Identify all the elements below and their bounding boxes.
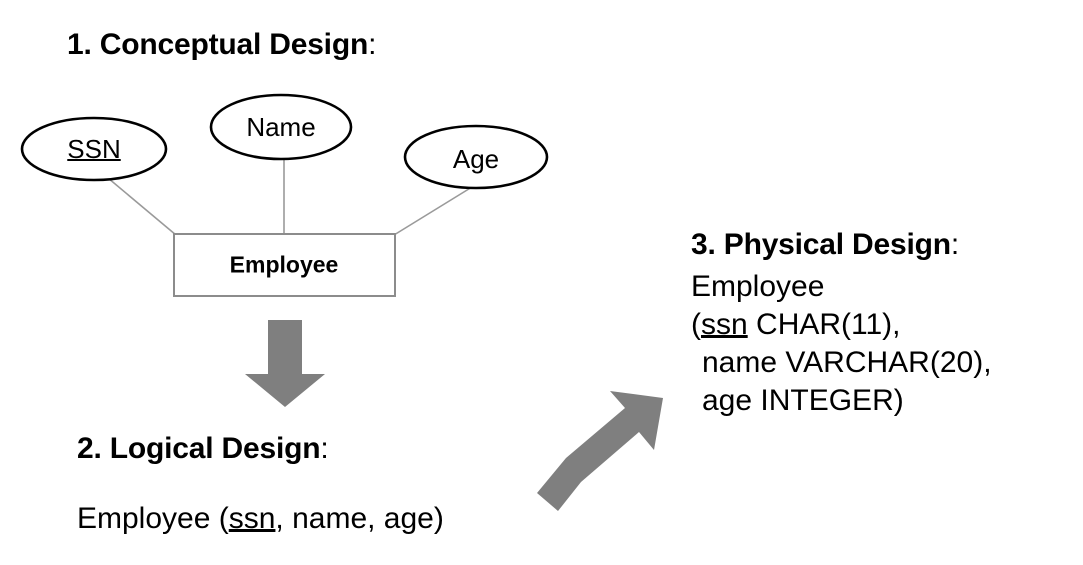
physical-schema-line: age INTEGER) bbox=[702, 384, 904, 417]
physical-schema-suffix: CHAR(11), bbox=[747, 308, 901, 341]
heading-physical-design: 3. Physical Design: bbox=[691, 230, 959, 260]
attribute-label-ssn: SSN bbox=[67, 136, 120, 162]
attribute-ellipse-name bbox=[209, 93, 353, 161]
connector-age-employee bbox=[393, 186, 473, 236]
attribute-ellipse-age bbox=[403, 124, 549, 190]
heading-conceptual-title: Conceptual Design bbox=[99, 28, 369, 61]
attribute-label-name: Name bbox=[246, 112, 316, 142]
attribute-label-age: Age bbox=[452, 144, 500, 174]
physical-schema-line: (ssn CHAR(11), bbox=[691, 306, 992, 344]
logical-schema-key: ssn bbox=[228, 502, 276, 535]
heading-logical-colon: : bbox=[320, 432, 329, 465]
connector-ssn-employee bbox=[107, 177, 177, 236]
physical-schema-prefix: ( bbox=[691, 308, 701, 341]
heading-logical-design: 2. Logical Design: bbox=[77, 432, 329, 465]
heading-physical-colon: : bbox=[950, 228, 960, 261]
physical-schema-block: Employee (ssn CHAR(11), name VARCHAR(20)… bbox=[691, 268, 992, 420]
heading-physical-number: 3. bbox=[691, 228, 716, 261]
entity-label-employee: Employee bbox=[229, 251, 339, 278]
heading-logical-number: 2. bbox=[77, 432, 102, 465]
physical-schema-line: name VARCHAR(20), bbox=[702, 346, 992, 379]
logical-schema-suffix: , name, age) bbox=[275, 502, 444, 535]
attribute-ellipse-ssn bbox=[20, 116, 168, 182]
arrow-upright-logical-to-physical bbox=[537, 391, 663, 511]
heading-conceptual-design: 1. Conceptual Design: bbox=[67, 30, 376, 60]
heading-logical-title: Logical Design bbox=[109, 432, 321, 465]
physical-schema-key: ssn bbox=[701, 308, 748, 341]
heading-physical-title: Physical Design bbox=[723, 228, 951, 261]
arrow-down-conceptual-to-logical bbox=[245, 320, 325, 407]
heading-conceptual-number: 1. bbox=[67, 28, 92, 61]
entity-box-employee bbox=[173, 233, 396, 297]
logical-schema-prefix: Employee ( bbox=[77, 502, 229, 535]
logical-schema-line: Employee (ssn, name, age) bbox=[77, 504, 444, 534]
attribute-label-ssn-text: SSN bbox=[67, 134, 121, 164]
physical-schema-line: Employee bbox=[691, 270, 825, 303]
heading-conceptual-colon: : bbox=[368, 28, 377, 61]
